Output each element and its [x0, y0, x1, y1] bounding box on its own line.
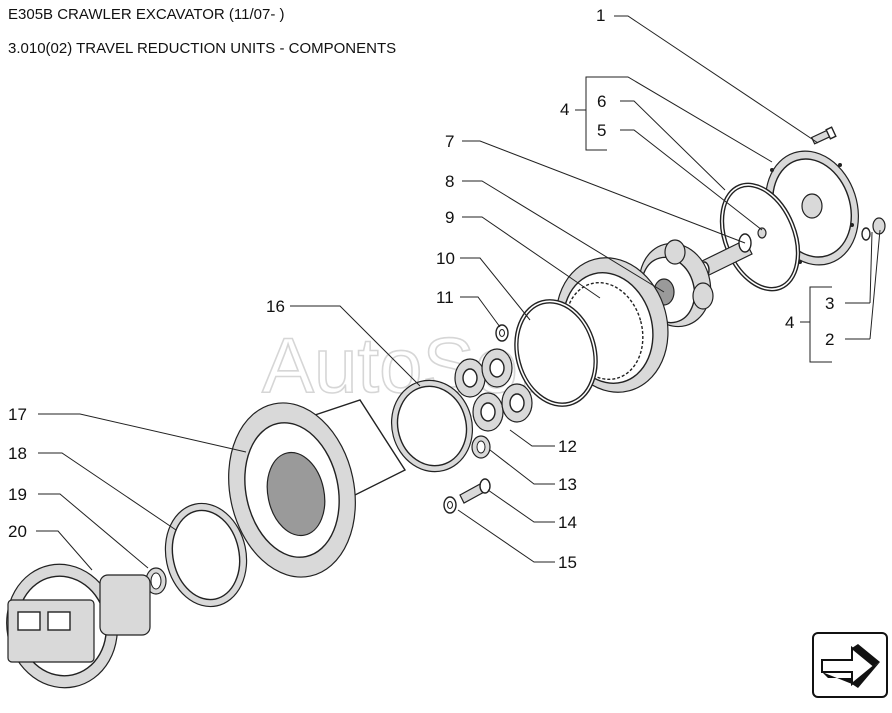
callout-7[interactable]: 7 [445, 132, 454, 151]
callout-11[interactable]: 11 [436, 288, 454, 307]
part-19-ring[interactable] [145, 567, 167, 595]
part-17-hub-housing[interactable] [213, 391, 407, 589]
diagram-section-title: 3.010(02) TRAVEL REDUCTION UNITS - COMPO… [8, 40, 397, 57]
part-18-seal[interactable] [156, 496, 256, 614]
callout-10[interactable]: 10 [436, 249, 455, 268]
callout-8[interactable]: 8 [445, 172, 454, 191]
callout-3[interactable]: 3 [825, 294, 834, 313]
part-20-travel-motor[interactable] [0, 554, 151, 698]
callout-18[interactable]: 18 [8, 444, 27, 463]
callout-19[interactable]: 19 [8, 485, 27, 504]
part-16-seal-ring[interactable] [381, 371, 482, 481]
part-11-washer[interactable] [495, 324, 509, 342]
part-1-bolt[interactable] [810, 126, 837, 145]
diagram-model-title: E305B CRAWLER EXCAVATOR (11/07- ) [8, 6, 285, 23]
part-5-6-oring[interactable] [706, 172, 815, 303]
leader-lines [36, 15, 881, 571]
part-2-3-plug-washer[interactable] [861, 217, 886, 241]
callout-4-lower-bracket [800, 286, 832, 363]
arrow-next-icon [821, 644, 880, 688]
callout-4-upper-bracket [575, 76, 607, 151]
part-13-thrust-washer[interactable] [471, 435, 491, 459]
next-page-button[interactable] [812, 632, 888, 698]
callout-15[interactable]: 15 [558, 553, 577, 572]
callout-13[interactable]: 13 [558, 475, 577, 494]
callout-9[interactable]: 9 [445, 208, 454, 227]
callout-numbers: 1 4 6 5 7 8 9 10 11 16 3 4 2 17 12 18 13… [8, 6, 834, 572]
part-14-bolt[interactable] [459, 478, 491, 504]
callout-5[interactable]: 5 [597, 121, 606, 140]
callout-14[interactable]: 14 [558, 513, 577, 532]
callout-4-upper[interactable]: 4 [560, 100, 569, 119]
callout-20[interactable]: 20 [8, 522, 27, 541]
callout-16[interactable]: 16 [266, 297, 285, 316]
part-10-oring[interactable] [503, 290, 608, 415]
callout-4-lower[interactable]: 4 [785, 313, 794, 332]
part-15-washer[interactable] [443, 496, 457, 514]
callout-17[interactable]: 17 [8, 405, 27, 424]
callout-1[interactable]: 1 [596, 6, 605, 25]
callout-2[interactable]: 2 [825, 330, 834, 349]
part-12-planet-gears[interactable] [454, 348, 533, 432]
callout-6[interactable]: 6 [597, 92, 606, 111]
callout-12[interactable]: 12 [558, 437, 577, 456]
